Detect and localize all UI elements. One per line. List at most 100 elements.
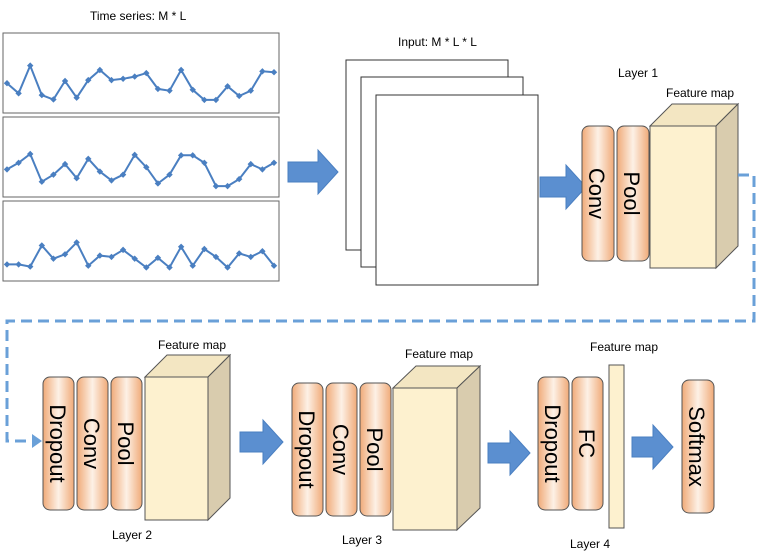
conv-block-2 [76, 376, 109, 511]
series-point [15, 90, 22, 97]
series-point [224, 83, 231, 90]
series-point [270, 159, 278, 166]
layer2-label: Layer 2 [112, 528, 152, 542]
pool-block-1 [616, 125, 650, 262]
series-point [61, 160, 69, 168]
series-point [166, 87, 173, 94]
feature-map-label-2: Feature map [158, 338, 226, 352]
series-point [247, 87, 254, 94]
series-point [96, 252, 104, 259]
arrow-to-layer3 [239, 418, 284, 466]
series-point [154, 254, 162, 261]
series-panel-1 [2, 32, 280, 114]
series-point [259, 248, 266, 255]
layer-connector-dashed [5, 173, 756, 443]
series-point [27, 62, 34, 69]
series-point [189, 152, 196, 159]
series-point [3, 80, 11, 87]
series-point [259, 68, 266, 75]
conv-block-3 [325, 382, 358, 517]
series-point [177, 152, 185, 159]
series-point [235, 92, 243, 100]
series-point [166, 171, 173, 178]
series-point [73, 239, 80, 246]
series-point [189, 86, 196, 93]
series-panel-3 [2, 200, 280, 282]
series-point [177, 66, 185, 74]
series-point [38, 91, 46, 99]
series-point [119, 75, 127, 82]
series-point [61, 77, 69, 85]
series-point [96, 66, 104, 74]
pool-label-2: Pool [113, 421, 138, 465]
dropout-block-4 [537, 376, 570, 511]
series-point [247, 160, 254, 168]
feature-map-4 [608, 364, 625, 529]
series-point [50, 96, 57, 103]
feature-map-label-3: Feature map [405, 347, 473, 361]
series-point [27, 150, 34, 158]
series-point [108, 177, 115, 184]
series-point [3, 166, 11, 173]
series-panel-2 [2, 116, 280, 198]
series-point [201, 159, 208, 166]
series-point [154, 85, 162, 93]
series-point [108, 76, 115, 84]
arrow-to-layer4 [487, 429, 531, 477]
pool-block-3 [359, 382, 392, 517]
series-point [143, 164, 150, 171]
series-point [15, 159, 22, 166]
series-point [61, 251, 69, 258]
series-point [212, 253, 220, 261]
feature-map-3 [392, 387, 458, 531]
series-point [235, 175, 243, 183]
series-point [143, 69, 150, 77]
series-line-3 [7, 240, 275, 270]
series-point [235, 250, 243, 257]
fc-label-4: FC [574, 429, 599, 458]
series-point [73, 175, 80, 182]
connector-arrowhead [32, 434, 42, 448]
feature-map-2 [144, 376, 209, 521]
series-point [224, 182, 231, 190]
dropout-block-3 [291, 382, 324, 517]
pool-block-2 [110, 376, 143, 511]
layer3-label: Layer 3 [342, 533, 382, 547]
series-point [212, 182, 220, 190]
layer4-label: Layer 4 [570, 537, 610, 551]
series-point [27, 263, 34, 270]
layer1-label: Layer 1 [618, 66, 658, 80]
series-point [119, 246, 127, 254]
feature-map-label-4: Feature map [590, 340, 658, 354]
feature-map-2-side [207, 353, 231, 522]
softmax-block [681, 379, 715, 514]
series-point [131, 255, 138, 262]
series-point [177, 243, 185, 250]
series-point [85, 155, 92, 163]
series-point [85, 76, 92, 84]
series-point [50, 255, 57, 262]
feature-map-1 [649, 125, 717, 269]
series-point [73, 94, 80, 101]
dropout-label-3: Dropout [294, 410, 319, 488]
arrow-to-input [287, 148, 339, 196]
series-point [189, 262, 196, 269]
series-point [96, 168, 104, 175]
series-point [166, 264, 173, 271]
feature-map-label-1: Feature map [666, 86, 734, 100]
conv-label-3: Conv [328, 424, 353, 475]
time-series-label: Time series: M * L [90, 9, 187, 23]
series-point [3, 261, 11, 268]
series-point [201, 96, 208, 104]
softmax-label: Softmax [684, 406, 709, 487]
arrow-to-layer1 [539, 163, 587, 211]
fc-block-4 [571, 376, 604, 511]
feature-map-3-side [456, 364, 481, 532]
arrow-to-softmax [631, 423, 674, 471]
series-point [201, 245, 208, 253]
dropout-label-2: Dropout [45, 404, 70, 482]
series-point [15, 261, 22, 268]
series-point [131, 151, 138, 159]
time-series-lines [3, 62, 278, 271]
